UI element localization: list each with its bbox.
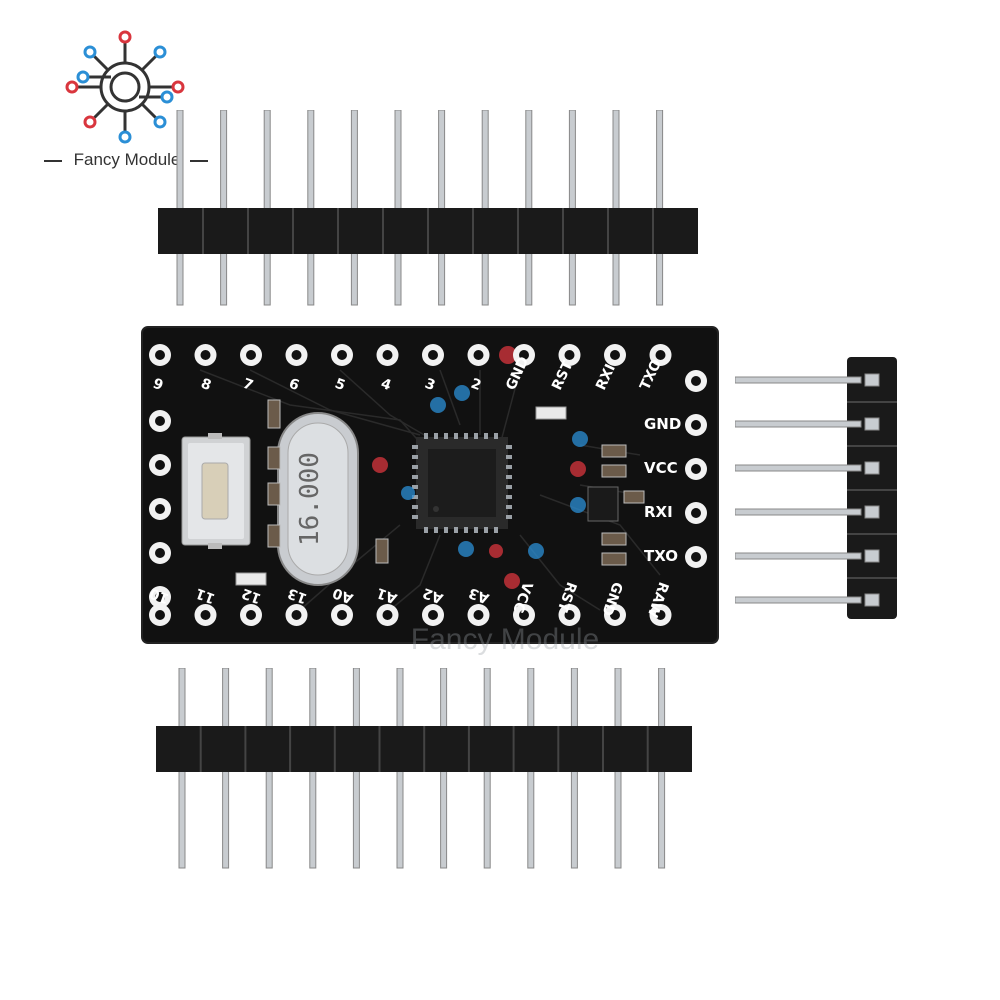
header-pin — [481, 110, 489, 306]
pin-hole — [285, 604, 308, 626]
pin-hole — [513, 604, 535, 626]
crystal-oscillator: 16.000 — [277, 412, 359, 586]
crystal-label: 16.000 — [295, 452, 325, 546]
pin-hole — [558, 344, 581, 366]
header-pin — [735, 461, 880, 475]
via-dots — [372, 346, 588, 589]
pin-hole — [513, 344, 535, 366]
pin-hole — [685, 370, 707, 392]
pin-hole — [149, 344, 171, 366]
header-pin — [656, 110, 664, 306]
pin-hole — [194, 344, 217, 366]
pin-hole — [240, 604, 262, 626]
microcontroller-chip-icon — [412, 433, 512, 533]
brand-watermark: Fancy Module — [410, 623, 600, 656]
bottom-pin-header — [156, 668, 692, 869]
bottom-pin-label: A2 — [421, 584, 446, 606]
header-pin — [220, 110, 228, 306]
header-pin — [612, 110, 620, 306]
header-pin — [350, 110, 358, 306]
pin-hole — [149, 498, 171, 520]
pin-hole — [240, 344, 262, 366]
smd-components — [235, 399, 645, 586]
pin-hole — [422, 344, 444, 366]
bottom-pin-label: 13 — [286, 585, 310, 607]
brand-name: Fancy Module — [73, 150, 181, 169]
pin-hole — [649, 344, 672, 366]
pin-hole — [194, 604, 217, 626]
pin-hole — [149, 604, 171, 626]
pin-hole — [685, 414, 707, 436]
pin-hole — [685, 502, 707, 524]
side-pin-label: TXO — [644, 547, 678, 565]
bottom-pin-label: A0 — [330, 584, 355, 606]
pin-hole — [558, 604, 581, 626]
pin-hole — [467, 344, 490, 366]
pin-hole — [149, 586, 171, 608]
pin-hole — [331, 344, 353, 366]
header-pin — [394, 110, 402, 306]
header-pin — [568, 110, 576, 306]
side-pin-label: RXI — [644, 503, 673, 521]
header-pin — [735, 549, 880, 563]
pin-hole — [149, 410, 171, 432]
bottom-pin-label: 10 — [147, 584, 171, 606]
side-pin-label: GND — [644, 415, 681, 433]
pin-hole — [422, 604, 444, 626]
pin-hole — [149, 542, 171, 564]
top-pin-header — [158, 110, 698, 306]
pin-hole — [604, 604, 626, 626]
bottom-pin-label: 11 — [194, 585, 218, 607]
header-pin — [438, 110, 446, 306]
header-pin — [735, 593, 880, 607]
bottom-pin-label: A1 — [375, 584, 400, 606]
header-pin — [525, 110, 533, 306]
pro-mini-board: 16.000 — [141, 326, 719, 644]
header-pin — [263, 110, 271, 306]
header-pin — [176, 110, 184, 306]
bottom-pin-label: 12 — [240, 585, 264, 607]
pin-hole — [376, 344, 399, 366]
header-pin — [735, 505, 880, 519]
right-angle-pin-header — [735, 357, 897, 619]
pin-hole — [331, 604, 353, 626]
pin-hole — [285, 344, 308, 366]
pin-hole — [149, 454, 171, 476]
bottom-pin-label: A3 — [467, 584, 492, 606]
pin-hole — [376, 604, 399, 626]
pin-hole — [685, 546, 707, 568]
header-pin — [735, 373, 880, 387]
header-pin — [307, 110, 315, 306]
pin-hole — [649, 604, 672, 626]
header-plastic — [847, 357, 897, 619]
side-pin-label: VCC — [644, 459, 678, 477]
pin-hole — [467, 604, 490, 626]
reset-button[interactable] — [181, 433, 251, 549]
fancy-module-logo-icon — [65, 30, 185, 144]
pin-hole — [604, 344, 626, 366]
header-pin — [735, 417, 880, 431]
pin-hole — [685, 458, 707, 480]
